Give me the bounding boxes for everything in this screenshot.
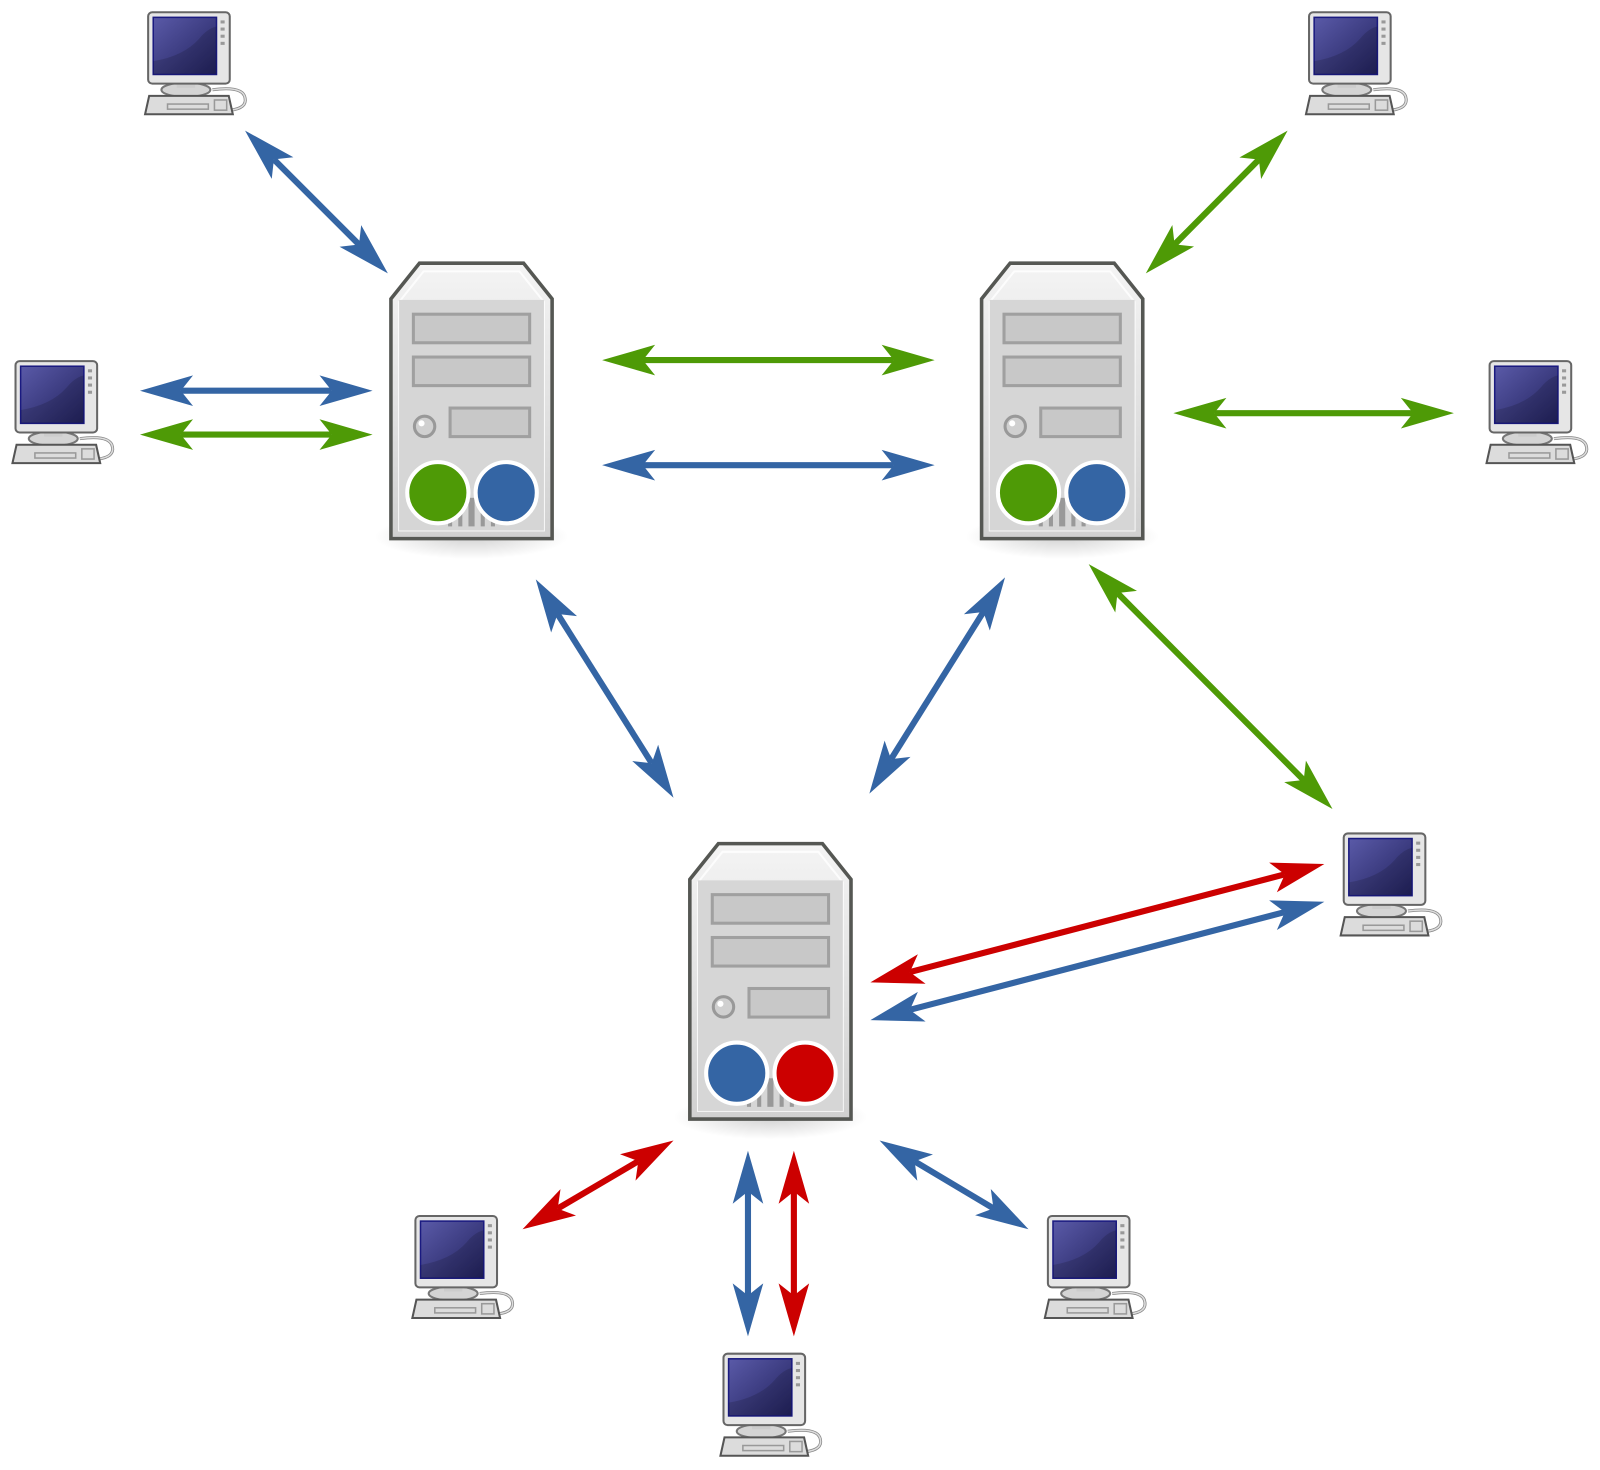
arrowhead (602, 449, 656, 481)
arrowhead (869, 740, 911, 794)
arrow-shaft (1172, 157, 1262, 247)
nodes-layer (10, 10, 1589, 1458)
connection-pc-1-server-1-blue-arrow (245, 130, 388, 274)
connection-server-1-server-2-blue-arrow (602, 449, 935, 481)
connection-server-2-pc-4-green-arrow (1173, 397, 1454, 429)
green-disk-indicator (995, 460, 1062, 526)
pc-4-computer-icon (1485, 359, 1589, 465)
connection-pc-2-server-1-blue-arrow (139, 375, 373, 407)
pc-7-computer-icon (718, 1352, 823, 1458)
connections-layer (139, 130, 1454, 1337)
connection-server-3-pc-8-blue-arrow (879, 1140, 1029, 1230)
arrowhead (245, 130, 294, 179)
arrow-shaft (909, 871, 1286, 976)
arrowhead (870, 991, 926, 1022)
arrowhead (879, 1140, 933, 1181)
connection-server-1-server-3-blue-arrow (535, 579, 674, 798)
red-disk-indicator (772, 1040, 838, 1106)
arrow-shaft (913, 1158, 996, 1211)
arrowhead (620, 1140, 674, 1181)
connection-server-3-pc-5-red-arrow (870, 862, 1325, 984)
connection-server-1-server-2-green-arrow (602, 344, 935, 376)
connection-server-3-pc-7-blue-arrow (732, 1150, 764, 1337)
connection-server-2-server-3-blue-arrow (869, 577, 1006, 794)
green-disk-indicator (405, 460, 471, 526)
arrow-shaft (1115, 590, 1306, 783)
arrowhead (732, 1283, 764, 1337)
arrowhead (602, 344, 656, 376)
arrow-shaft (888, 610, 986, 761)
arrowhead (963, 577, 1006, 631)
pc-3-computer-icon (1304, 10, 1408, 116)
connection-server-3-pc-7-red-arrow (778, 1150, 810, 1337)
arrowhead (139, 375, 194, 407)
arrowhead (881, 344, 935, 376)
arrowhead (732, 1150, 764, 1204)
arrowhead (1173, 397, 1227, 429)
pc-6-computer-icon (410, 1214, 515, 1320)
arrowhead (778, 1283, 810, 1337)
pc-8-computer-icon (1043, 1214, 1147, 1320)
arrowhead (1269, 862, 1325, 893)
arrowhead (1145, 224, 1195, 274)
arrow-shaft (554, 612, 655, 765)
arrowhead (1284, 760, 1333, 809)
arrowhead (339, 225, 388, 274)
connection-server-3-pc-6-red-arrow (522, 1140, 674, 1230)
connection-server-3-pc-5-blue-arrow (870, 900, 1325, 1022)
blue-disk-indicator (1064, 460, 1130, 526)
server-2-icon (963, 261, 1161, 561)
arrow-shaft (909, 909, 1286, 1013)
arrowhead (881, 449, 935, 481)
connection-server-2-pc-5-green-arrow (1088, 564, 1333, 809)
arrowhead (778, 1150, 810, 1204)
blue-disk-indicator (704, 1040, 770, 1106)
arrowhead (632, 744, 674, 798)
arrowhead (1239, 130, 1288, 180)
arrowhead (975, 1188, 1029, 1230)
pc-5-computer-icon (1339, 831, 1443, 937)
connection-pc-2-server-1-green-arrow (139, 419, 373, 450)
arrowhead (1400, 397, 1454, 429)
arrowhead (870, 954, 926, 984)
pc-1-computer-icon (143, 10, 247, 116)
arrowhead (522, 1189, 577, 1230)
pc-2-computer-icon (10, 359, 115, 465)
blue-disk-indicator (473, 460, 539, 526)
arrowhead (1088, 564, 1137, 613)
server-1-icon (372, 261, 571, 561)
arrowhead (319, 419, 373, 450)
arrow-shaft (271, 157, 362, 247)
arrowhead (535, 579, 578, 633)
arrowhead (1269, 900, 1325, 930)
connection-pc-3-server-2-green-arrow (1145, 130, 1288, 274)
arrow-shaft (556, 1158, 640, 1212)
arrowhead (139, 419, 194, 450)
arrowhead (319, 375, 373, 407)
server-3-icon (671, 841, 870, 1142)
